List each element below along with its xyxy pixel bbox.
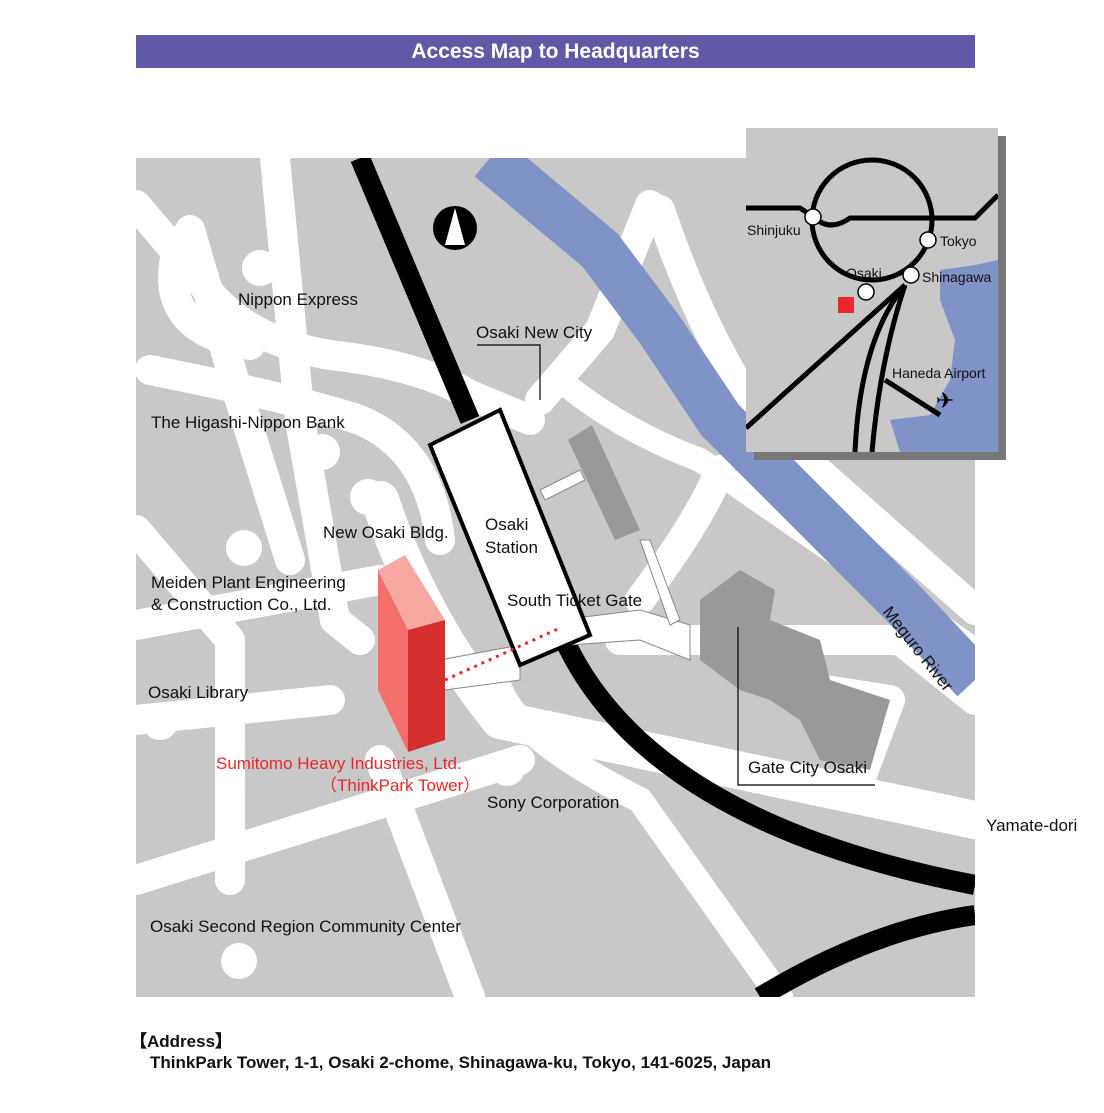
label-community-center: Osaki Second Region Community Center <box>150 917 461 936</box>
meguro-river <box>474 158 975 697</box>
north-arrow-icon <box>433 206 477 250</box>
thinkpark-tower <box>408 620 445 752</box>
tower-top <box>378 555 445 630</box>
headquarters-marker <box>838 297 854 313</box>
label-nippon-express: Nippon Express <box>238 290 358 309</box>
label-osaki-library: Osaki Library <box>148 683 249 702</box>
inset-label-shinagawa: Shinagawa <box>922 269 991 285</box>
landmark-markers <box>142 250 525 979</box>
inset-label-haneda: Haneda Airport <box>892 365 986 381</box>
address-heading: 【Address】 <box>130 1032 233 1051</box>
label-osaki-station: Station <box>485 538 538 557</box>
label-yamate-dori: Yamate-dori <box>986 816 1077 835</box>
railway-line <box>350 158 480 424</box>
label-higashi-nippon-bank: The Higashi-Nippon Bank <box>151 413 345 432</box>
inset-label-osaki: Osaki <box>846 265 882 281</box>
address-text: ThinkPark Tower, 1-1, Osaki 2-chome, Shi… <box>150 1053 772 1072</box>
label-south-ticket-gate: South Ticket Gate <box>507 591 642 610</box>
inset-label-shinjuku: Shinjuku <box>747 222 801 238</box>
label-sumitomo-heavy-industries: Sumitomo Heavy Industries, Ltd. <box>216 754 462 773</box>
page-title: Access Map to Headquarters <box>136 35 975 68</box>
label-osaki-new-city: Osaki New City <box>476 323 593 342</box>
gate-city-osaki-building <box>700 570 890 770</box>
label-sony: Sony Corporation <box>487 793 619 812</box>
walking-route <box>444 626 561 682</box>
railway-line <box>754 905 975 997</box>
label-osaki-station: Osaki <box>485 515 528 534</box>
osaki-station-building <box>427 407 593 668</box>
osaki-new-city-building <box>568 425 640 540</box>
label-meiden: Meiden Plant Engineering <box>151 573 346 592</box>
inset-map: ✈ Shinjuku Tokyo Osaki Shinagawa Haneda … <box>746 128 1006 460</box>
inset-label-tokyo: Tokyo <box>940 233 977 249</box>
tower-side <box>378 570 408 752</box>
label-thinkpark-tower: （ThinkPark Tower） <box>320 776 480 795</box>
label-meiden: & Construction Co., Ltd. <box>151 595 331 614</box>
airplane-icon: ✈ <box>936 388 954 413</box>
label-new-osaki-bldg: New Osaki Bldg. <box>323 523 449 542</box>
railway-line <box>550 626 975 895</box>
label-gate-city-osaki: Gate City Osaki <box>748 758 867 777</box>
